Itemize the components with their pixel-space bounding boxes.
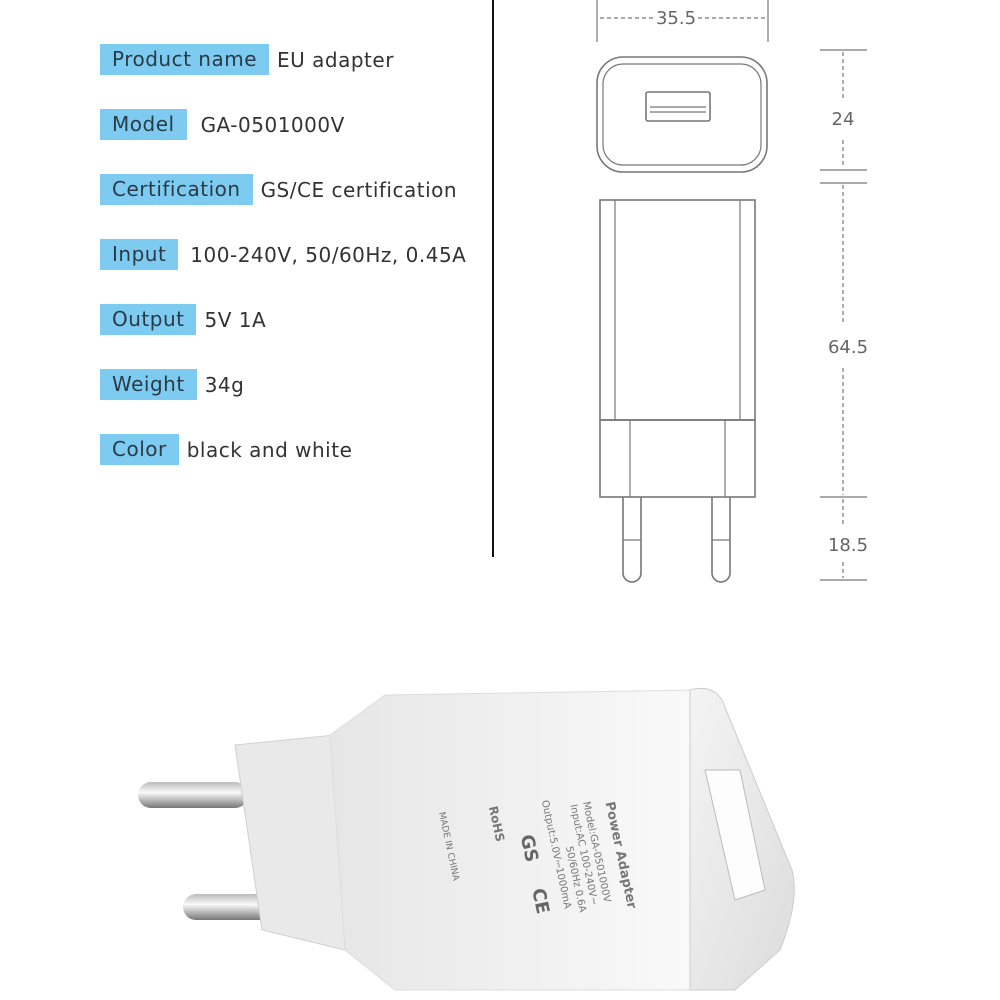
spec-label: Model (100, 109, 187, 140)
rohs-mark: RoHS (486, 805, 507, 843)
spec-value: 34g (204, 372, 245, 397)
spec-value: black and white (186, 437, 353, 462)
spec-row-certification: Certification GS/CE certification (100, 174, 457, 205)
dimension-width: 35.5 (656, 8, 696, 29)
spec-label: Output (100, 304, 197, 335)
spec-row-output: Output 5V 1A (100, 304, 266, 335)
spec-value: GS/CE certification (260, 177, 458, 202)
ce-mark: CE (527, 886, 553, 915)
spec-label: Weight (100, 369, 197, 400)
spec-label: Color (100, 434, 179, 465)
dimension-drawing: 35.5 24 64.5 18.5 (596, 0, 868, 583)
usb-port (704, 769, 766, 901)
spec-label: Input (100, 239, 179, 270)
spec-value: EU adapter (277, 47, 394, 72)
photo-label-origin: MADE IN CHINA (436, 811, 461, 883)
photo-label-title: Power Adapter (602, 800, 639, 910)
photo-label-model: Model:GA-0501000V (580, 801, 612, 904)
spec-value: 5V 1A (204, 307, 267, 332)
photo-label-freq: 50/60Hz 0.6A (563, 845, 588, 913)
dimension-body-height: 64.5 (828, 337, 868, 358)
spec-label: Product name (100, 44, 270, 75)
spec-row-model: Model GA-0501000V (100, 109, 345, 140)
dimension-depth: 24 (832, 109, 855, 130)
adapter-pins (138, 782, 278, 920)
spec-row-product-name: Product name EU adapter (100, 44, 394, 75)
spec-value: 100-240V, 50/60Hz, 0.45A (190, 242, 467, 267)
spec-row-color: Color black and white (100, 434, 352, 465)
gs-mark: GS (516, 833, 542, 865)
spec-label: Certification (100, 174, 253, 205)
vertical-divider (492, 0, 494, 557)
spec-row-weight: Weight 34g (100, 369, 244, 400)
photo-label-input: Input:AC 100-240V~ (567, 803, 599, 906)
dimension-pin-length: 18.5 (828, 535, 868, 556)
spec-value: GA-0501000V (200, 112, 345, 137)
spec-row-input: Input 100-240V, 50/60Hz, 0.45A (100, 239, 466, 270)
photo-label-output: Output:5.0V⎓1000mA (539, 799, 573, 910)
